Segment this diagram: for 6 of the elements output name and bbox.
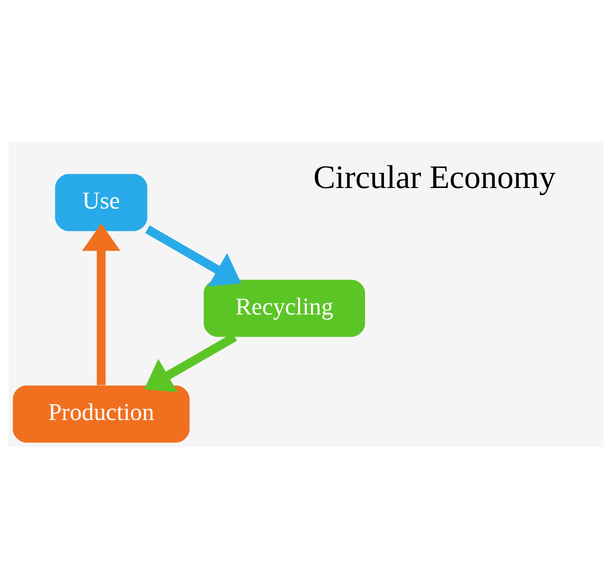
node-box: Recycling bbox=[204, 279, 366, 336]
label: Circular Economy bbox=[313, 160, 556, 196]
arrow bbox=[145, 224, 242, 286]
arrow bbox=[82, 223, 120, 385]
node-box: Use bbox=[55, 174, 148, 231]
node-box: Production bbox=[12, 385, 190, 442]
